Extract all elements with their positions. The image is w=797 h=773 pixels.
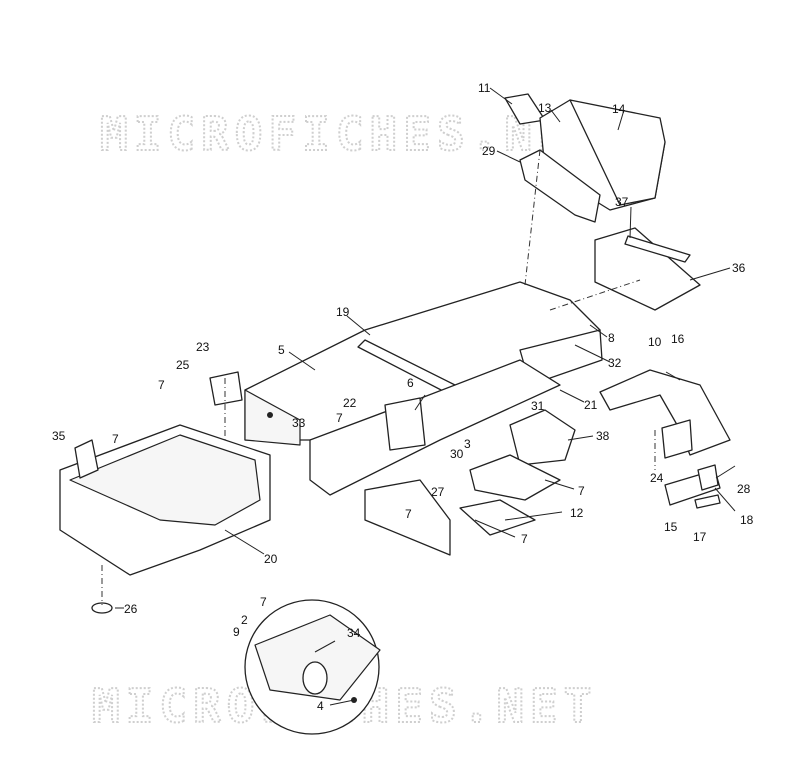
callout-27: 27 bbox=[431, 485, 445, 499]
dash-line bbox=[524, 149, 541, 286]
part-30-mount bbox=[469, 454, 561, 501]
callout-28: 28 bbox=[737, 482, 751, 496]
callout-7-a: 7 bbox=[158, 378, 165, 392]
leader bbox=[544, 479, 575, 490]
leader bbox=[559, 389, 585, 403]
detail-grommet bbox=[302, 661, 328, 695]
callout-29: 29 bbox=[482, 144, 496, 158]
callout-36: 36 bbox=[732, 261, 746, 275]
part-37-strip bbox=[624, 235, 691, 263]
leader bbox=[329, 699, 355, 706]
callout-26: 26 bbox=[124, 602, 138, 616]
callout-24: 24 bbox=[650, 471, 664, 485]
callout-20: 20 bbox=[264, 552, 278, 566]
callout-18: 18 bbox=[740, 513, 754, 527]
callout-2: 2 bbox=[241, 613, 248, 627]
callout-23: 23 bbox=[196, 340, 210, 354]
callout-7-d: 7 bbox=[405, 507, 412, 521]
leader bbox=[474, 519, 516, 538]
callout-7-c: 7 bbox=[112, 432, 119, 446]
callout-12: 12 bbox=[570, 506, 584, 520]
part-17-pad bbox=[694, 494, 721, 509]
callout-13: 13 bbox=[538, 101, 552, 115]
leader bbox=[589, 324, 608, 338]
detail-inset bbox=[244, 599, 381, 735]
leader bbox=[567, 435, 594, 441]
callout-33: 33 bbox=[292, 416, 306, 430]
callout-14: 14 bbox=[612, 102, 626, 116]
leader bbox=[288, 351, 316, 371]
callout-25: 25 bbox=[176, 358, 190, 372]
part-26-grommet bbox=[91, 602, 113, 614]
callout-17: 17 bbox=[693, 530, 707, 544]
callout-30: 30 bbox=[450, 447, 464, 461]
callout-37: 37 bbox=[615, 195, 629, 209]
rear-panel-group bbox=[504, 93, 666, 223]
leader bbox=[550, 109, 561, 123]
callout-7-e: 7 bbox=[578, 484, 585, 498]
leader bbox=[689, 267, 731, 281]
part-18-block bbox=[697, 464, 719, 491]
frame-hole bbox=[267, 412, 273, 418]
callout-34: 34 bbox=[347, 626, 361, 640]
callout-11: 11 bbox=[478, 81, 491, 95]
callout-32: 32 bbox=[608, 356, 622, 370]
leader bbox=[665, 371, 681, 381]
callout-7-b: 7 bbox=[336, 411, 343, 425]
part-14-panel bbox=[569, 99, 666, 206]
part-5-frame-side bbox=[244, 389, 301, 446]
leader bbox=[224, 529, 265, 555]
callout-6: 6 bbox=[407, 376, 414, 390]
callout-15: 15 bbox=[664, 520, 678, 534]
callout-labels: 11 13 14 29 37 36 19 8 32 5 23 25 7 16 1… bbox=[52, 81, 754, 713]
rear-shelf-group bbox=[594, 227, 701, 311]
part-24-bracket bbox=[661, 419, 693, 459]
leader bbox=[715, 465, 736, 479]
leader bbox=[414, 394, 426, 411]
leader bbox=[489, 87, 513, 105]
callout-4: 4 bbox=[317, 699, 324, 713]
callout-5: 5 bbox=[278, 343, 285, 357]
callout-31: 31 bbox=[531, 399, 545, 413]
part-25-latch bbox=[209, 371, 243, 406]
leader bbox=[314, 640, 336, 653]
seat-pan-group bbox=[59, 371, 271, 614]
part-6-plate bbox=[384, 397, 426, 451]
callout-10: 10 bbox=[648, 335, 662, 349]
leader bbox=[496, 150, 521, 163]
dash-line bbox=[549, 279, 641, 311]
tank-group bbox=[459, 409, 576, 536]
callout-7-f: 7 bbox=[521, 532, 528, 546]
leader bbox=[629, 206, 632, 239]
part-10-bumper bbox=[599, 369, 731, 456]
callout-22: 22 bbox=[343, 396, 357, 410]
part-7-plate-lower bbox=[364, 479, 451, 556]
callout-16: 16 bbox=[671, 332, 685, 346]
leader bbox=[714, 487, 736, 512]
callout-9: 9 bbox=[233, 625, 240, 639]
leader bbox=[574, 344, 611, 363]
callout-21: 21 bbox=[584, 398, 598, 412]
part-35-clip bbox=[74, 439, 99, 479]
detail-bracket bbox=[254, 614, 381, 701]
part-38-tank bbox=[509, 409, 576, 466]
leader bbox=[617, 109, 625, 131]
callout-8: 8 bbox=[608, 331, 615, 345]
floor-pan-group bbox=[309, 359, 561, 556]
callout-3: 3 bbox=[464, 437, 471, 451]
leader bbox=[504, 511, 563, 521]
part-20-seat-well bbox=[69, 434, 261, 526]
callout-38: 38 bbox=[596, 429, 610, 443]
main-frame-group bbox=[244, 281, 603, 446]
callout-7-g: 7 bbox=[260, 595, 267, 609]
part-36-shelf bbox=[594, 227, 701, 311]
callout-19: 19 bbox=[336, 305, 350, 319]
leaders bbox=[115, 87, 736, 706]
callout-35: 35 bbox=[52, 429, 66, 443]
bumper-group bbox=[599, 369, 731, 509]
leader bbox=[346, 315, 371, 336]
part-12-bracket bbox=[459, 499, 536, 536]
assembly-lines bbox=[101, 149, 656, 605]
